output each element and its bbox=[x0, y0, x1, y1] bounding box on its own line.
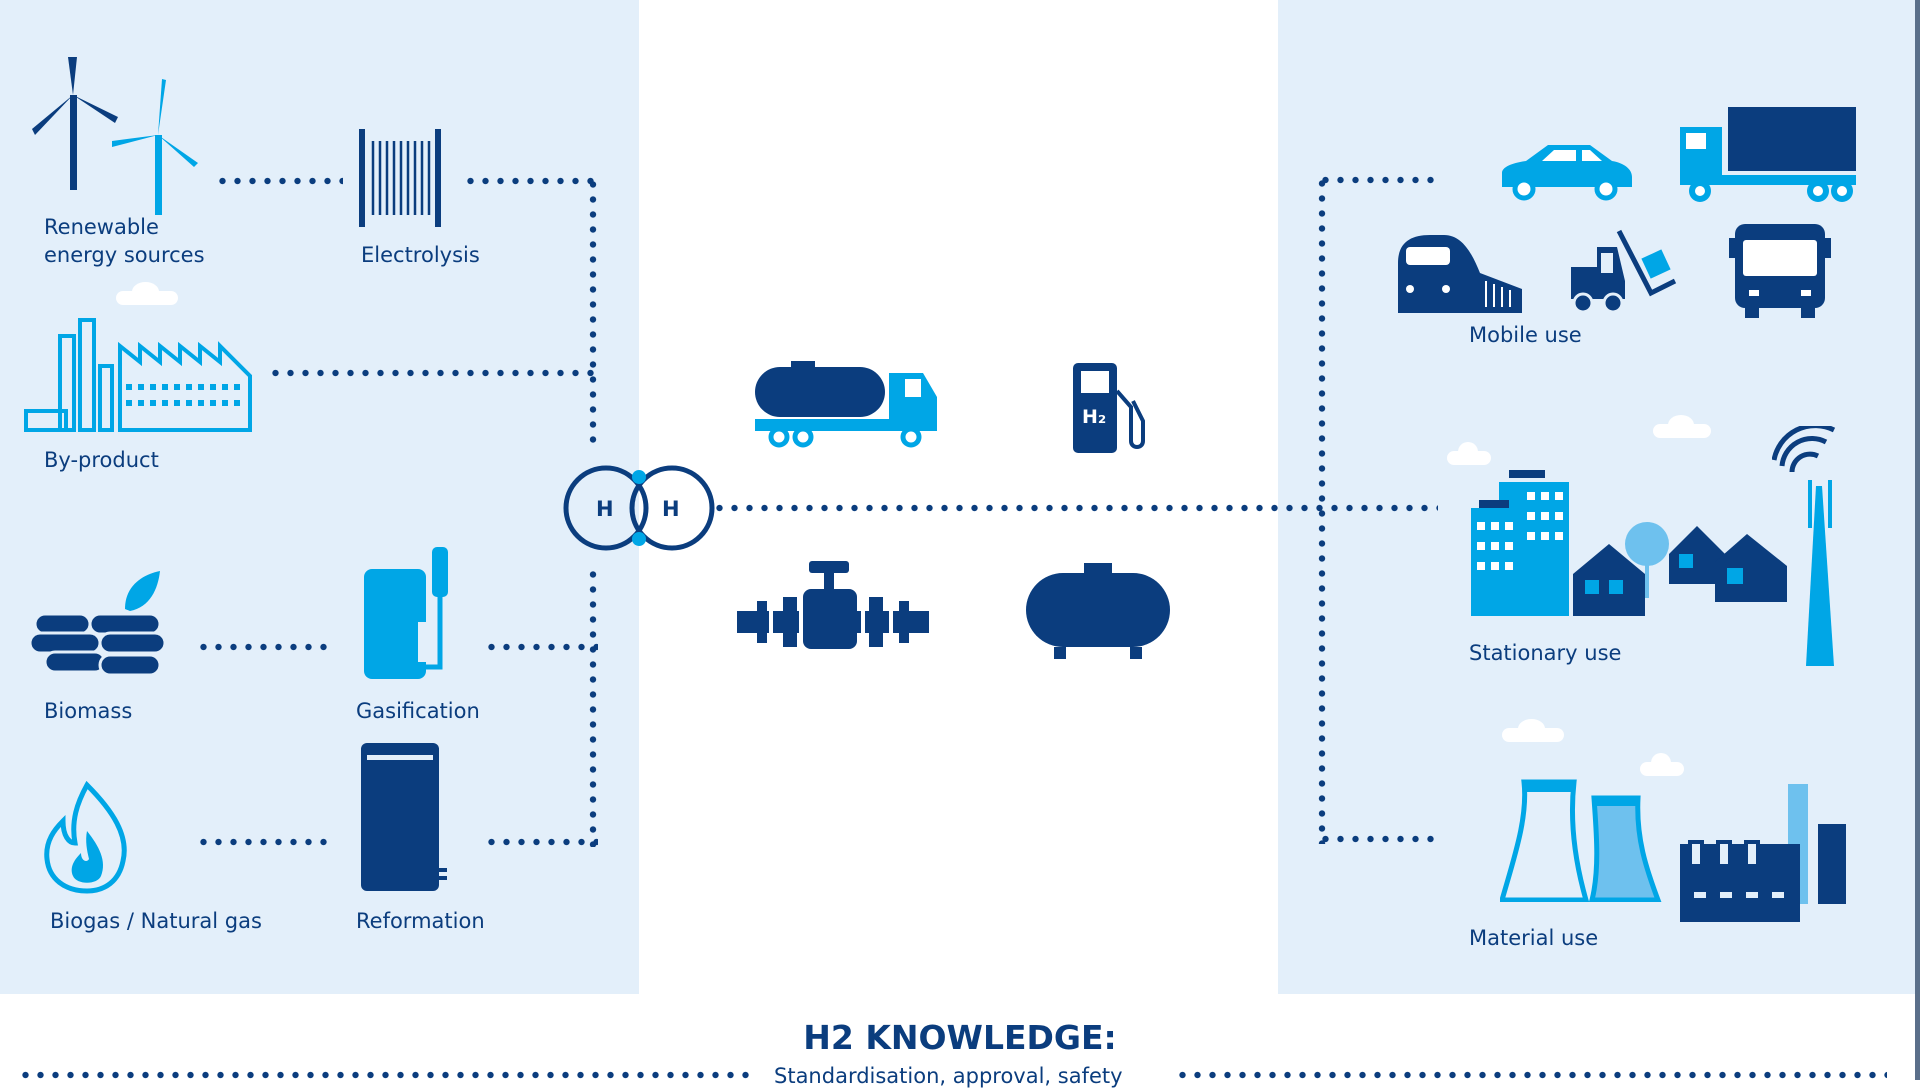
cooling-towers-icon bbox=[1500, 779, 1662, 902]
pipeline-valve-icon bbox=[737, 561, 929, 649]
tanker-truck-icon bbox=[755, 361, 937, 448]
connector-renewable bbox=[215, 177, 343, 185]
train-icon bbox=[1398, 235, 1522, 313]
label-renewable: Renewable bbox=[44, 215, 159, 239]
connector-byproduct bbox=[268, 369, 598, 377]
reformation-icon bbox=[361, 743, 447, 891]
industrial-plant-icon bbox=[1680, 784, 1846, 922]
connector-biogas bbox=[196, 838, 331, 846]
cloud-icon bbox=[1502, 719, 1564, 742]
connector-biomass bbox=[196, 643, 331, 651]
cloud-icon bbox=[1653, 415, 1711, 438]
footer-divider-right bbox=[1175, 1071, 1887, 1079]
connector-uses-vertical bbox=[1318, 176, 1326, 844]
connector-mobile bbox=[1318, 176, 1438, 184]
connector-reformation bbox=[484, 838, 598, 846]
label-biogas: Biogas / Natural gas bbox=[50, 909, 262, 933]
h-atom-left: H bbox=[596, 497, 614, 521]
footer-title: H2 KNOWLEDGE: bbox=[803, 1018, 1117, 1057]
bus-icon bbox=[1729, 224, 1831, 318]
label-material-use: Material use bbox=[1469, 926, 1599, 950]
label-stationary-use: Stationary use bbox=[1469, 641, 1622, 665]
truck-icon bbox=[1680, 107, 1856, 202]
label-mobile-use: Mobile use bbox=[1469, 323, 1582, 347]
connector-main bbox=[712, 504, 1438, 512]
factory-icon bbox=[24, 318, 252, 432]
sources-panel bbox=[0, 0, 639, 994]
right-edge-scrollbar[interactable] bbox=[1915, 0, 1920, 1080]
label-gasification: Gasification bbox=[356, 699, 480, 723]
fuel-pump-icon bbox=[1073, 363, 1145, 453]
flame-icon bbox=[44, 781, 127, 894]
cloud-icon bbox=[1447, 442, 1491, 465]
h2-molecule-icon bbox=[563, 465, 715, 551]
forklift-icon bbox=[1571, 229, 1677, 314]
biomass-icon bbox=[30, 571, 167, 677]
connector-sources-vertical-lower bbox=[589, 567, 597, 847]
h-atom-right: H bbox=[662, 497, 680, 521]
cloud-icon bbox=[1640, 753, 1684, 776]
footer-subtitle: Standardisation, approval, safety bbox=[774, 1064, 1123, 1088]
antenna-tower-icon bbox=[1772, 426, 1836, 666]
gasification-icon bbox=[364, 547, 448, 679]
connector-sources-vertical bbox=[589, 177, 597, 447]
label-byproduct: By-product bbox=[44, 448, 159, 472]
footer-divider-left bbox=[18, 1071, 750, 1079]
connector-material bbox=[1318, 835, 1438, 843]
label-biomass: Biomass bbox=[44, 699, 133, 723]
connector-gasification bbox=[484, 643, 598, 651]
city-buildings-icon bbox=[1471, 470, 1787, 616]
car-icon bbox=[1502, 145, 1632, 201]
label-reformation: Reformation bbox=[356, 909, 485, 933]
electrolysis-icon bbox=[359, 129, 441, 227]
connector-electrolysis bbox=[463, 177, 598, 185]
label-electrolysis: Electrolysis bbox=[361, 243, 480, 267]
wind-turbine-icon bbox=[32, 57, 198, 215]
label-renewable-2: energy sources bbox=[44, 243, 205, 267]
pump-h2-label: H₂ bbox=[1082, 406, 1107, 428]
storage-tank-icon bbox=[1026, 563, 1170, 659]
cloud-icon bbox=[116, 282, 178, 305]
